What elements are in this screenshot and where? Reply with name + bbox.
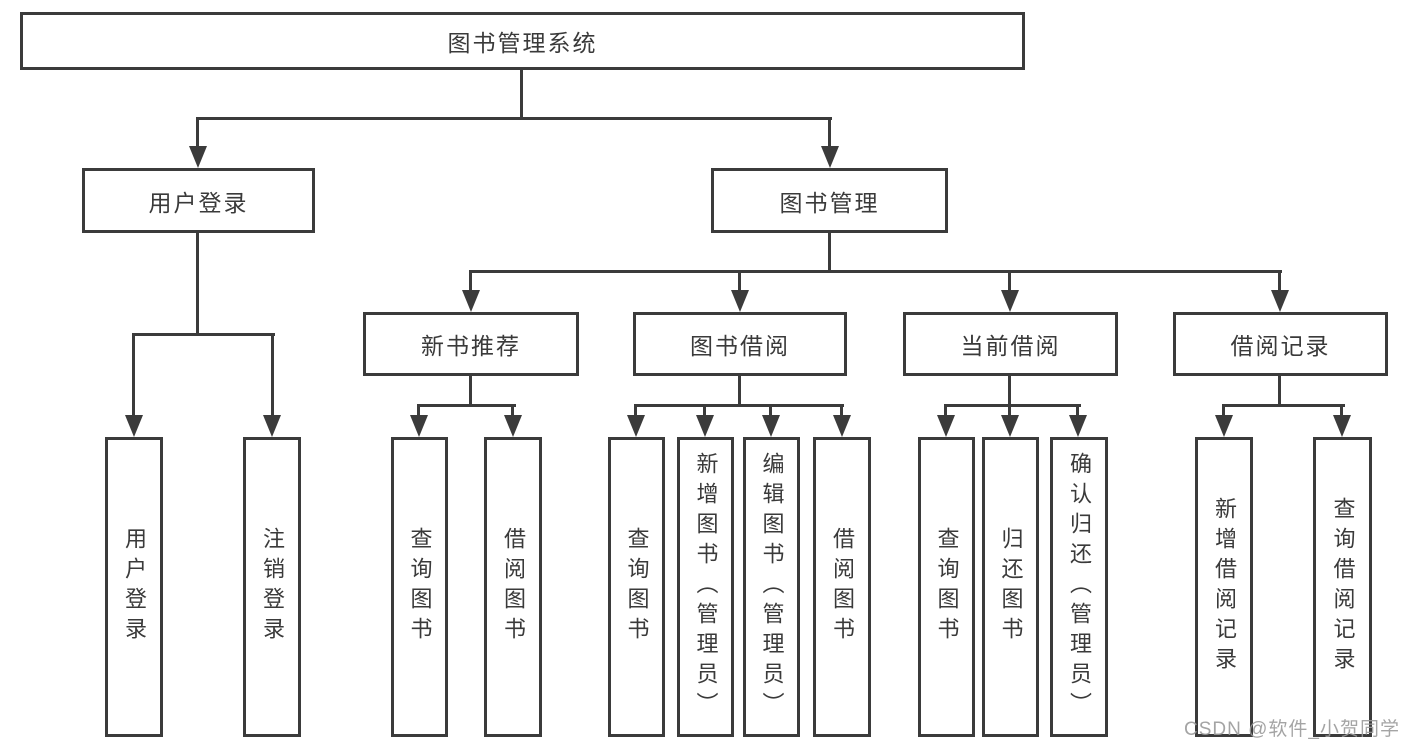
leaf-query-books-current: 查询图书 xyxy=(918,437,975,737)
connector-line xyxy=(828,117,831,149)
arrow-down-icon xyxy=(1215,415,1233,437)
leaf-return-books: 归还图书 xyxy=(982,437,1039,737)
arrow-down-icon xyxy=(731,290,749,312)
connector-line xyxy=(1278,270,1281,296)
node-library-system: 图书管理系统 xyxy=(20,12,1025,70)
connector-line xyxy=(738,270,741,296)
leaf-confirm-return-admin: 确认归还（管理员） xyxy=(1050,437,1108,737)
arrow-down-icon xyxy=(410,415,428,437)
connector-line xyxy=(944,404,947,418)
connector-line xyxy=(469,270,1282,273)
arrow-down-icon xyxy=(1001,415,1019,437)
leaf-edit-books-admin: 编辑图书（管理员） xyxy=(743,437,800,737)
leaf-borrow-books-borrowing: 借阅图书 xyxy=(813,437,871,737)
connector-line xyxy=(634,404,844,407)
connector-line xyxy=(196,233,199,336)
leaf-query-books-recommend: 查询图书 xyxy=(391,437,448,737)
connector-line xyxy=(511,404,514,418)
connector-line xyxy=(197,117,832,120)
leaf-query-books-borrowing: 查询图书 xyxy=(608,437,665,737)
connector-line xyxy=(520,70,523,120)
connector-line xyxy=(1222,404,1225,418)
arrow-down-icon xyxy=(1001,290,1019,312)
arrow-down-icon xyxy=(833,415,851,437)
connector-line xyxy=(1278,376,1281,407)
arrow-down-icon xyxy=(696,415,714,437)
arrow-down-icon xyxy=(1333,415,1351,437)
arrow-down-icon xyxy=(762,415,780,437)
connector-line xyxy=(417,404,516,407)
arrow-down-icon xyxy=(1271,290,1289,312)
connector-line xyxy=(944,404,1081,407)
arrow-down-icon xyxy=(504,415,522,437)
node-new-book-recommend: 新书推荐 xyxy=(363,312,579,376)
arrow-down-icon xyxy=(462,290,480,312)
connector-line xyxy=(132,333,135,418)
node-book-borrowing: 图书借阅 xyxy=(633,312,847,376)
arrow-down-icon xyxy=(125,415,143,437)
arrow-down-icon xyxy=(937,415,955,437)
connector-line xyxy=(469,270,472,296)
connector-line xyxy=(1008,376,1011,407)
leaf-user-login: 用户登录 xyxy=(105,437,163,737)
leaf-borrow-books-recommend: 借阅图书 xyxy=(484,437,542,737)
connector-line xyxy=(1340,404,1343,418)
watermark: CSDN @软件_小贺同学 xyxy=(1184,719,1400,740)
arrow-down-icon xyxy=(1069,415,1087,437)
connector-line xyxy=(1008,404,1011,418)
connector-line xyxy=(132,333,275,336)
connector-line xyxy=(1222,404,1345,407)
connector-line xyxy=(703,404,706,418)
node-book-management: 图书管理 xyxy=(711,168,948,233)
connector-line xyxy=(738,376,741,407)
arrow-down-icon xyxy=(189,146,207,168)
connector-line xyxy=(634,404,637,418)
leaf-logout: 注销登录 xyxy=(243,437,301,737)
leaf-add-borrow-record: 新增借阅记录 xyxy=(1195,437,1253,737)
connector-line xyxy=(1076,404,1079,418)
connector-line xyxy=(271,333,274,418)
connector-line xyxy=(1008,270,1011,296)
node-current-borrowing: 当前借阅 xyxy=(903,312,1118,376)
leaf-add-books-admin: 新增图书（管理员） xyxy=(677,437,734,737)
connector-line xyxy=(840,404,843,418)
arrow-down-icon xyxy=(263,415,281,437)
connector-line xyxy=(828,233,831,273)
connector-line xyxy=(769,404,772,418)
leaf-query-borrow-record: 查询借阅记录 xyxy=(1313,437,1372,737)
node-user-login: 用户登录 xyxy=(82,168,315,233)
node-borrowing-records: 借阅记录 xyxy=(1173,312,1388,376)
connector-line xyxy=(417,404,420,418)
arrow-down-icon xyxy=(821,146,839,168)
arrow-down-icon xyxy=(627,415,645,437)
connector-line xyxy=(469,376,472,407)
connector-line xyxy=(196,117,199,149)
